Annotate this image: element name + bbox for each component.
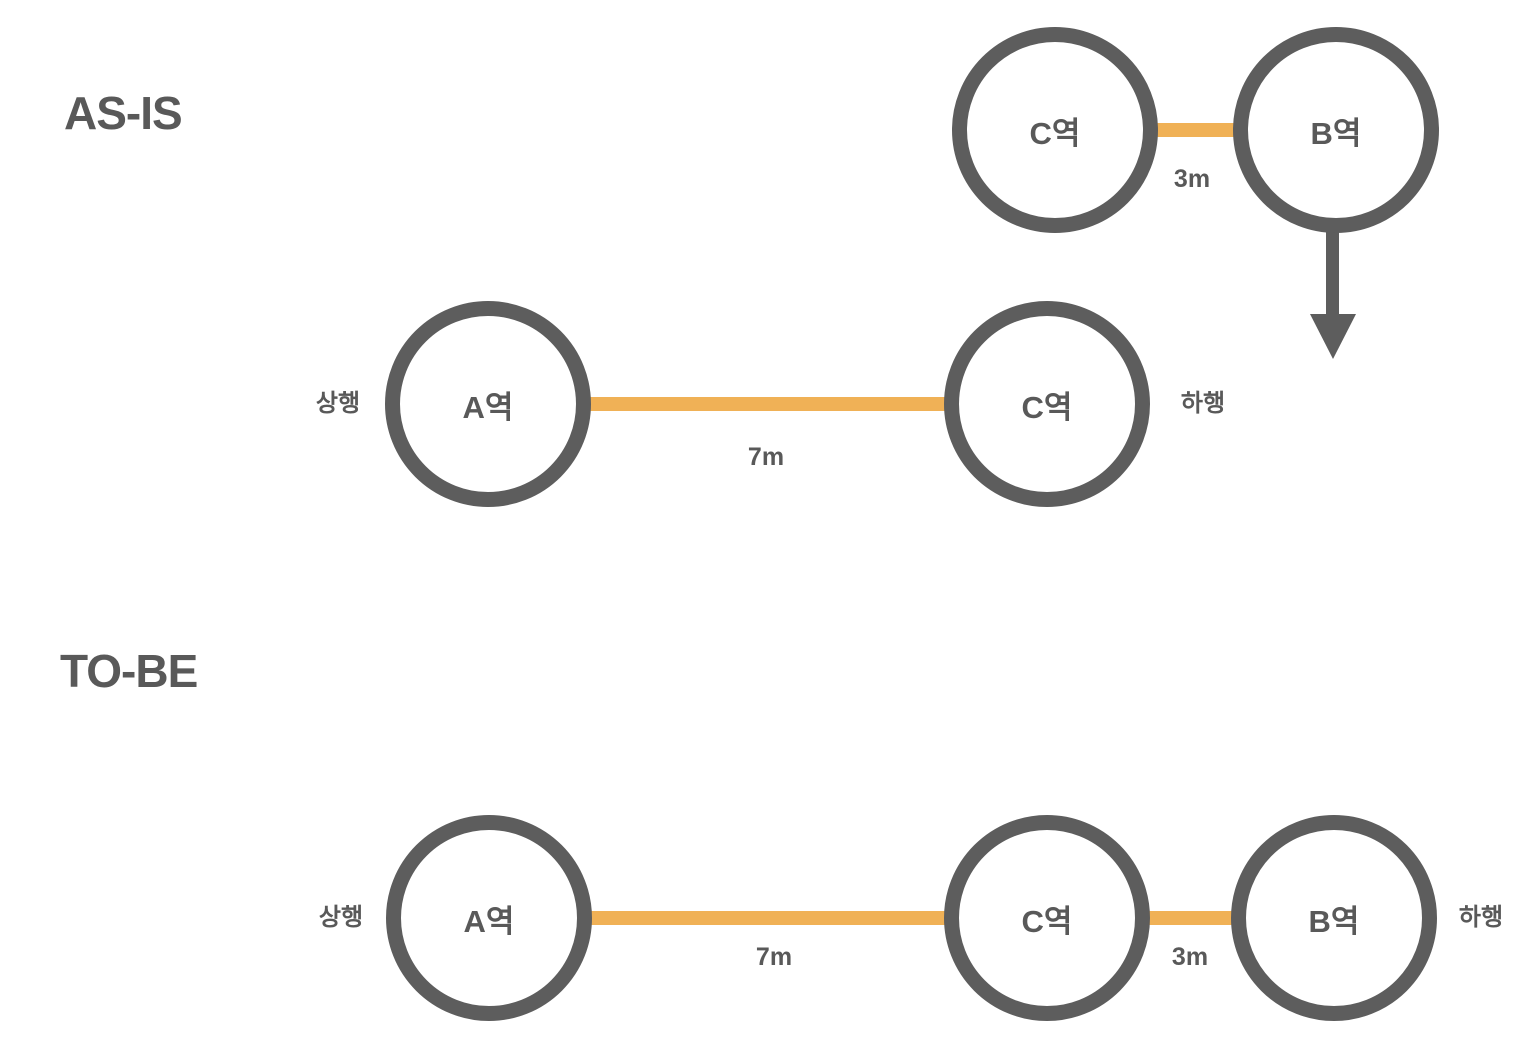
station-label-b: B역 <box>1308 903 1360 939</box>
down-arrow-shaft <box>1326 231 1339 316</box>
station-node-c-to-be: C역 <box>944 815 1150 1021</box>
direction-label-up-to-be: 상행 <box>318 904 364 931</box>
station-node-c-as-is: C역 <box>944 301 1150 507</box>
station-label-c: C역 <box>1021 903 1073 939</box>
direction-label-down-to-be: 하행 <box>1458 904 1504 931</box>
station-node-a-as-is: A역 <box>385 301 591 507</box>
track-edge-c-b-to-be <box>1147 911 1239 925</box>
section-title-to-be: TO-BE <box>60 645 198 697</box>
track-edge-a-c-to-be <box>586 911 950 925</box>
section-title-as-is: AS-IS <box>64 87 183 139</box>
distance-label-7m-as-is: 7m <box>747 443 785 471</box>
distance-label-3m-as-is: 3m <box>1173 165 1211 193</box>
distance-label-3m-to-be: 3m <box>1171 943 1209 971</box>
station-node-a-to-be: A역 <box>386 815 592 1021</box>
direction-label-down-as-is: 하행 <box>1180 390 1226 417</box>
track-edge-c-b-as-is <box>1150 123 1242 137</box>
station-node-b-to-be: B역 <box>1231 815 1437 1021</box>
station-label-c: C역 <box>1029 115 1081 151</box>
down-arrow-head-icon <box>1310 314 1356 359</box>
distance-label-7m-to-be: 7m <box>755 943 793 971</box>
station-node-c-as-is-upper: C역 <box>952 27 1158 233</box>
station-label-a: A역 <box>462 389 514 425</box>
station-label-c: C역 <box>1021 389 1073 425</box>
direction-label-up-as-is: 상행 <box>315 390 361 417</box>
track-edge-a-c-as-is <box>585 397 951 411</box>
station-label-a: A역 <box>463 903 515 939</box>
station-label-b: B역 <box>1310 115 1362 151</box>
station-node-b-as-is-upper: B역 <box>1233 27 1439 233</box>
